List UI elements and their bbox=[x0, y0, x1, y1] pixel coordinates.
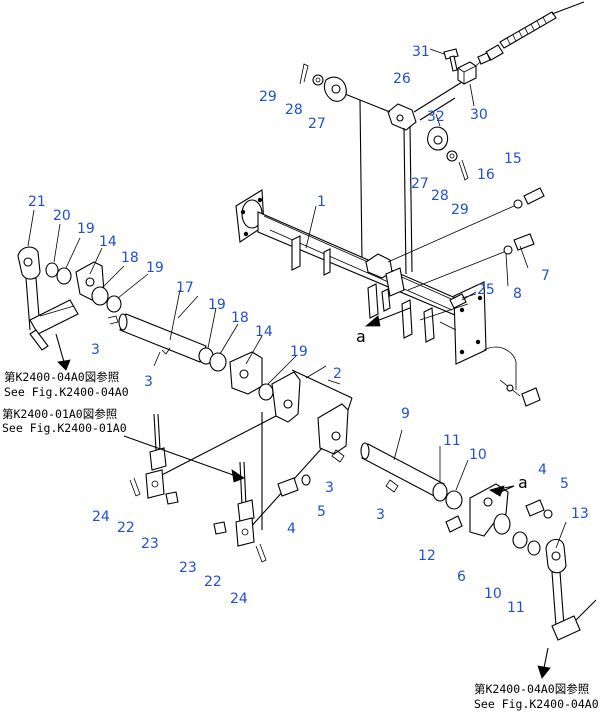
cable-end-right bbox=[537, 599, 597, 679]
callout-4: 4 bbox=[538, 462, 547, 478]
control-cable-top bbox=[477, 1, 585, 65]
callout-14: 14 bbox=[255, 324, 273, 340]
cable-end-left bbox=[29, 299, 79, 371]
callout-16: 16 bbox=[477, 167, 495, 183]
clevis-27-left bbox=[299, 63, 347, 102]
ref-arrow-01A0 bbox=[123, 435, 245, 483]
callout-5: 5 bbox=[317, 504, 326, 520]
callout-25: 25 bbox=[477, 282, 495, 298]
ref-note-1-en: See Fig.K2400-04A0 bbox=[4, 385, 129, 399]
callout-7: 7 bbox=[541, 268, 550, 284]
callout-18: 18 bbox=[121, 250, 139, 266]
callout-21: 21 bbox=[28, 194, 46, 210]
ref-note-3-jp: 第K2400-04A0図参照 bbox=[474, 682, 589, 696]
pin-block-right bbox=[213, 461, 267, 563]
lever-2 bbox=[271, 369, 353, 455]
callout-labels: 31 26 29 28 27 30 32 27 28 29 15 16 1 7 … bbox=[28, 44, 589, 616]
callout-3: 3 bbox=[376, 507, 385, 523]
callout-20: 20 bbox=[53, 208, 71, 224]
ref-note-1-jp: 第K2400-04A0図参照 bbox=[4, 370, 119, 384]
callout-29: 29 bbox=[259, 89, 277, 105]
callout-15: 15 bbox=[504, 151, 522, 167]
callout-31: 31 bbox=[412, 44, 430, 60]
bolt-4-right bbox=[525, 499, 553, 519]
lever-assembly-middle bbox=[198, 347, 274, 401]
ref-note-2-en: See Fig.K2400-01A0 bbox=[2, 421, 127, 435]
callout-9: 9 bbox=[401, 406, 410, 422]
callout-27: 27 bbox=[411, 176, 429, 192]
pin-block-left bbox=[129, 413, 179, 505]
callout-18: 18 bbox=[231, 310, 249, 326]
lever-assembly-left bbox=[17, 246, 122, 331]
callout-13: 13 bbox=[571, 506, 589, 522]
lever-6 bbox=[445, 483, 515, 537]
bolt-31 bbox=[429, 48, 459, 72]
callout-28: 28 bbox=[285, 102, 303, 118]
callout-12: 12 bbox=[418, 548, 436, 564]
callout-19: 19 bbox=[290, 344, 308, 360]
callout-19: 19 bbox=[208, 297, 226, 313]
callout-1: 1 bbox=[317, 194, 326, 210]
callout-26: 26 bbox=[393, 71, 411, 87]
callout-6: 6 bbox=[457, 569, 466, 585]
bolt-15 bbox=[387, 187, 545, 263]
callout-11: 11 bbox=[507, 600, 525, 616]
callout-3: 3 bbox=[91, 342, 100, 358]
frame-1 bbox=[235, 189, 487, 365]
callout-3: 3 bbox=[325, 480, 334, 496]
callout-14: 14 bbox=[99, 234, 117, 250]
lever-assembly-right bbox=[512, 531, 567, 627]
shaft-17 bbox=[107, 289, 207, 363]
direction-marker-a-upper bbox=[364, 307, 411, 327]
callout-2: 2 bbox=[333, 366, 342, 382]
callout-23: 23 bbox=[141, 536, 159, 552]
marker-a-upper: a bbox=[356, 327, 366, 346]
yoke-30 bbox=[457, 61, 481, 107]
callout-32: 32 bbox=[427, 109, 445, 125]
callout-5: 5 bbox=[560, 476, 569, 492]
lever-26 bbox=[339, 81, 463, 131]
callout-24: 24 bbox=[92, 509, 110, 525]
marker-a-lower: a bbox=[518, 473, 528, 492]
ref-note-2-jp: 第K2400-01A0図参照 bbox=[2, 407, 117, 421]
callout-8: 8 bbox=[513, 286, 522, 302]
callout-28: 28 bbox=[431, 188, 449, 204]
bolt-7 bbox=[407, 233, 535, 291]
ref-note-3-en: See Fig.K2400-04A0 bbox=[474, 697, 599, 711]
shaft-9 bbox=[360, 442, 463, 510]
callout-4: 4 bbox=[287, 521, 296, 537]
pins-3 bbox=[331, 449, 399, 493]
reference-notes: 第K2400-04A0図参照 See Fig.K2400-04A0 第K2400… bbox=[2, 370, 599, 711]
callout-30: 30 bbox=[470, 107, 488, 123]
callout-19: 19 bbox=[146, 260, 164, 276]
callout-19: 19 bbox=[77, 221, 95, 237]
direction-marker-a-lower bbox=[489, 485, 515, 497]
callout-22: 22 bbox=[204, 574, 222, 590]
bolt-4-center bbox=[277, 474, 311, 497]
callout-11: 11 bbox=[443, 433, 461, 449]
callout-10: 10 bbox=[469, 447, 487, 463]
callout-17: 17 bbox=[176, 280, 194, 296]
leader-lines bbox=[27, 205, 567, 549]
clevis-27-right bbox=[427, 113, 469, 181]
frame-right-rod bbox=[483, 346, 541, 407]
callout-10: 10 bbox=[484, 586, 502, 602]
control-rods bbox=[359, 99, 413, 275]
callout-29: 29 bbox=[451, 202, 469, 218]
callout-27: 27 bbox=[308, 116, 326, 132]
callout-23: 23 bbox=[179, 560, 197, 576]
callout-22: 22 bbox=[117, 520, 135, 536]
callout-3: 3 bbox=[144, 374, 153, 390]
callout-24: 24 bbox=[230, 591, 248, 607]
